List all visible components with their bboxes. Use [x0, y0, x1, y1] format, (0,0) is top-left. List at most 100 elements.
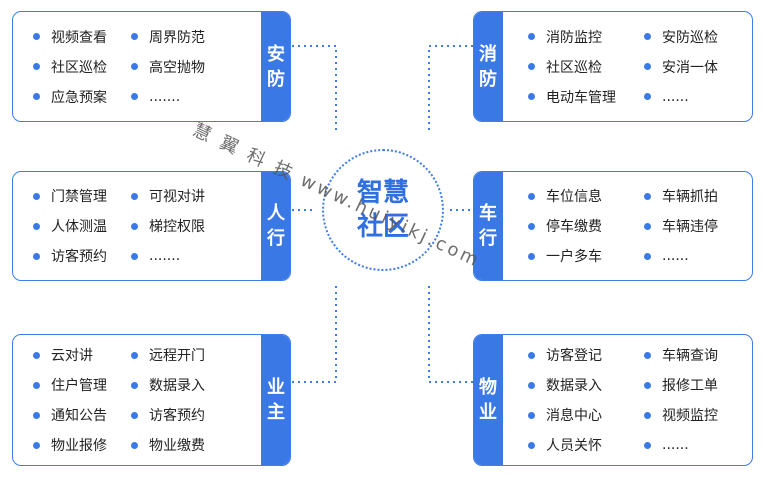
list-item: 社区巡检 — [33, 57, 131, 77]
list-item: 消息中心 — [528, 405, 644, 425]
bullet-icon — [33, 222, 40, 230]
item-grid: 门禁管理 可视对讲 人体测温 梯控权限 访客预约 ....... — [33, 172, 273, 280]
connector-yezhu — [292, 282, 337, 383]
bullet-icon — [644, 93, 651, 100]
list-item: 云对讲 — [33, 345, 131, 365]
bullet-icon — [644, 381, 651, 389]
item-grid: 车位信息 车辆抓拍 停车缴费 车辆违停 一户多车 ...... — [528, 172, 752, 280]
bullet-icon — [528, 222, 535, 230]
module-anfang: 视频查看 周界防范 社区巡检 高空抛物 应急预案 ....... 安防 — [12, 11, 291, 122]
bullet-icon — [33, 252, 40, 260]
module-renxing: 门禁管理 可视对讲 人体测温 梯控权限 访客预约 ....... 人行 — [12, 171, 291, 281]
bullet-icon — [131, 63, 138, 70]
bullet-icon — [33, 192, 40, 200]
module-tab: 业主 — [261, 335, 290, 465]
bullet-icon — [131, 381, 138, 389]
bullet-icon — [644, 351, 651, 359]
connector-xiaofang — [428, 45, 473, 134]
bullet-icon — [528, 63, 535, 70]
list-item: 可视对讲 — [131, 186, 251, 206]
hub-title-line-2: 社区 — [356, 212, 409, 242]
module-xiaofang: 消防 消防监控 安防巡检 社区巡检 安消一体 电动车管理 ...... — [473, 11, 753, 122]
list-item: 报修工单 — [644, 375, 744, 395]
bullet-icon — [528, 33, 535, 40]
list-item: 物业缴费 — [131, 435, 251, 455]
list-item: 电动车管理 — [528, 87, 644, 107]
list-item: 车辆违停 — [644, 216, 744, 236]
bullet-icon — [644, 63, 651, 70]
bullet-icon — [131, 252, 138, 260]
bullet-icon — [528, 381, 535, 389]
list-item: 住户管理 — [33, 375, 131, 395]
bullet-icon — [33, 351, 40, 359]
bullet-icon — [528, 93, 535, 100]
module-tab: 消防 — [474, 12, 503, 121]
list-item: 访客预约 — [33, 246, 131, 266]
list-item: 远程开门 — [131, 345, 251, 365]
list-item: 数据录入 — [528, 375, 644, 395]
module-yezhu: 云对讲 远程开门 住户管理 数据录入 通知公告 访客预约 物业报修 物业缴费 业… — [12, 334, 291, 466]
bullet-icon — [131, 192, 138, 200]
hub-title-line-1: 智慧 — [356, 178, 409, 208]
bullet-icon — [528, 441, 535, 449]
list-item: ....... — [131, 246, 251, 266]
bullet-icon — [131, 33, 138, 40]
bullet-icon — [33, 381, 40, 389]
module-tab: 人行 — [261, 172, 290, 280]
connector-anfang — [292, 45, 337, 134]
module-wuye: 物业 访客登记 车辆查询 数据录入 报修工单 消息中心 视频监控 人员关怀 ..… — [473, 334, 753, 466]
list-item: 车辆查询 — [644, 345, 744, 365]
list-item: 通知公告 — [33, 405, 131, 425]
list-item: ....... — [131, 87, 251, 107]
list-item: 社区巡检 — [528, 57, 644, 77]
list-item: 物业报修 — [33, 435, 131, 455]
bullet-icon — [131, 93, 138, 100]
bullet-icon — [33, 411, 40, 419]
bullet-icon — [131, 351, 138, 359]
bullet-icon — [644, 222, 651, 230]
list-item: 梯控权限 — [131, 216, 251, 236]
item-grid: 访客登记 车辆查询 数据录入 报修工单 消息中心 视频监控 人员关怀 .....… — [528, 335, 752, 465]
bullet-icon — [528, 252, 535, 260]
list-item: 人体测温 — [33, 216, 131, 236]
list-item: 一户多车 — [528, 246, 644, 266]
list-item: ...... — [644, 246, 744, 266]
bullet-icon — [528, 351, 535, 359]
list-item: 门禁管理 — [33, 186, 131, 206]
module-tab: 物业 — [474, 335, 503, 465]
item-grid: 消防监控 安防巡检 社区巡检 安消一体 电动车管理 ...... — [528, 12, 752, 121]
list-item: 访客登记 — [528, 345, 644, 365]
bullet-icon — [644, 441, 651, 449]
bullet-icon — [33, 93, 40, 100]
list-item: 车位信息 — [528, 186, 644, 206]
list-item: 安消一体 — [644, 57, 744, 77]
bullet-icon — [131, 441, 138, 449]
item-grid: 云对讲 远程开门 住户管理 数据录入 通知公告 访客预约 物业报修 物业缴费 — [33, 335, 273, 465]
bullet-icon — [33, 63, 40, 70]
bullet-icon — [33, 441, 40, 449]
list-item: 视频查看 — [33, 27, 131, 47]
bullet-icon — [644, 192, 651, 200]
list-item: 高空抛物 — [131, 57, 251, 77]
bullet-icon — [33, 33, 40, 40]
list-item: 数据录入 — [131, 375, 251, 395]
list-item: 应急预案 — [33, 87, 131, 107]
list-item: ...... — [644, 87, 744, 107]
bullet-icon — [528, 192, 535, 200]
bullet-icon — [644, 252, 651, 260]
list-item: 视频监控 — [644, 405, 744, 425]
bullet-icon — [131, 222, 138, 230]
bullet-icon — [644, 33, 651, 40]
list-item: 车辆抓拍 — [644, 186, 744, 206]
module-tab: 车行 — [474, 172, 503, 280]
connector-wuye — [428, 282, 473, 383]
list-item: ...... — [644, 435, 744, 455]
list-item: 访客预约 — [131, 405, 251, 425]
list-item: 人员关怀 — [528, 435, 644, 455]
list-item: 消防监控 — [528, 27, 644, 47]
bullet-icon — [528, 411, 535, 419]
bullet-icon — [131, 411, 138, 419]
list-item: 停车缴费 — [528, 216, 644, 236]
item-grid: 视频查看 周界防范 社区巡检 高空抛物 应急预案 ....... — [33, 12, 273, 121]
